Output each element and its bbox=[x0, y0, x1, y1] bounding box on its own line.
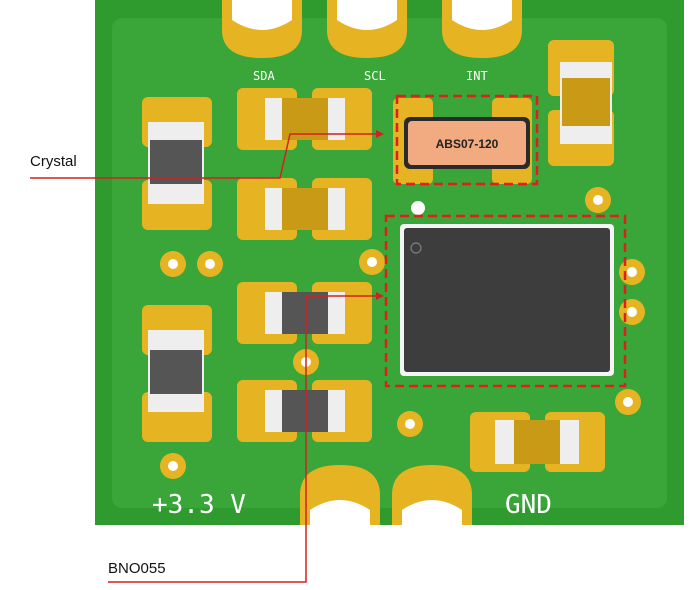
pin-label-int: INT bbox=[466, 69, 488, 83]
crystal-part-label: ABS07-120 bbox=[436, 137, 499, 151]
bno055-highlight-box bbox=[384, 214, 627, 388]
bno-callout-line bbox=[108, 295, 380, 583]
bno-callout-arrow bbox=[376, 292, 384, 300]
power-label: +3.3 V bbox=[152, 490, 246, 520]
component-mid-4 bbox=[237, 380, 372, 442]
crystal-highlight-box bbox=[395, 94, 539, 186]
top-pins bbox=[222, 0, 522, 58]
crystal-callout-label: Crystal bbox=[30, 153, 77, 170]
component-right-top bbox=[548, 40, 614, 166]
crystal-callout-line bbox=[30, 133, 380, 179]
pin-label-scl: SCL bbox=[364, 69, 386, 83]
component-left-top bbox=[142, 97, 212, 230]
crystal-component: ABS07-120 bbox=[393, 98, 532, 184]
component-right-bottom bbox=[470, 412, 605, 472]
pin-label-sda: SDA bbox=[253, 69, 275, 83]
crystal-callout-arrow bbox=[376, 130, 384, 138]
bno055-chip bbox=[400, 224, 614, 376]
component-left-bottom bbox=[142, 305, 212, 442]
component-mid-3 bbox=[237, 282, 372, 344]
bno055-callout-label: BNO055 bbox=[108, 560, 166, 577]
component-mid-2 bbox=[237, 178, 372, 240]
ground-label: GND bbox=[505, 490, 552, 520]
bottom-pins bbox=[300, 465, 472, 525]
